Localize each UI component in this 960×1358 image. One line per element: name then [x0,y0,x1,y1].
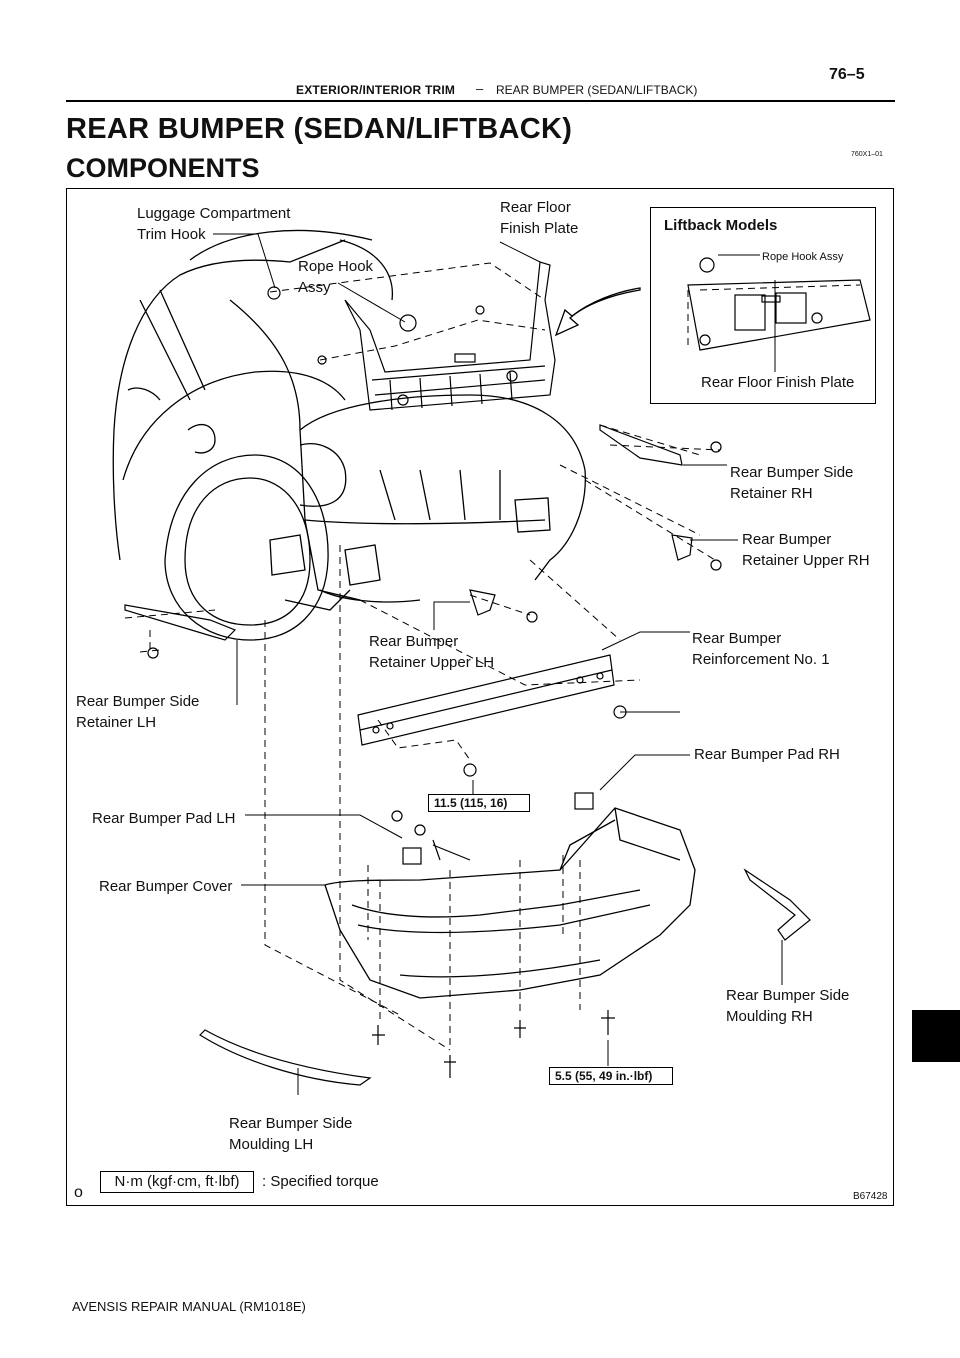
section-tab [912,1010,960,1062]
leader-lines [213,233,783,1095]
torque-cover: 5.5 (55, 49 in.·lbf) [549,1067,673,1085]
label-side-retainer-rh: Rear Bumper Side Retainer RH [730,464,854,502]
section-title: COMPONENTS [66,153,260,183]
label-moulding-lh: Rear Bumper Side Moulding LH [229,1115,353,1153]
label-reinforcement: Rear Bumper Reinforcement No. 1 [692,630,830,668]
figure-mark: o [74,1184,83,1201]
header-rule [66,100,895,102]
doc-code: 760X1–01 [851,151,883,158]
label-retainer-upper-rh: Rear Bumper Retainer Upper RH [742,531,870,569]
side-mouldings [199,868,811,1086]
reinforcement-illustration [357,654,615,746]
label-moulding-rh: Rear Bumper Side Moulding RH [726,987,850,1025]
inset-plate-illustration [687,257,871,351]
label-pad-rh: Rear Bumper Pad RH [694,746,840,763]
label-bumper-cover: Rear Bumper Cover [99,878,233,895]
header-section: EXTERIOR/INTERIOR TRIM [296,83,456,97]
label-side-retainer-lh: Rear Bumper Side Retainer LH [76,693,200,731]
torque-reinforcement: 11.5 (115, 16) [428,794,530,812]
inset-title: Liftback Models [664,217,778,234]
page-number: 76–5 [829,66,865,83]
footer-manual: AVENSIS REPAIR MANUAL (RM1018E) [72,1299,306,1314]
figure-code: B67428 [853,1191,888,1202]
page-title: REAR BUMPER (SEDAN/LIFTBACK) [66,113,573,145]
bumper-pads [402,792,594,865]
finish-plate-illustration [344,261,556,411]
torque-legend-text: : Specified torque [262,1173,379,1190]
label-pad-lh: Rear Bumper Pad LH [92,810,236,827]
figure-frame [66,188,894,1206]
torque-legend-box: N·m (kgf·cm, ft·lbf) [100,1171,254,1193]
inset-label-rope-hook: Rope Hook Assy [762,251,844,263]
bumper-cover-illustration [324,807,696,999]
header-subsection: REAR BUMPER (SEDAN/LIFTBACK) [496,83,698,97]
label-finish-plate: Rear Floor Finish Plate [500,199,579,237]
fasteners [147,286,722,1078]
label-retainer-upper-lh: Rear Bumper Retainer Upper LH [369,633,495,671]
direction-arrow [554,287,641,337]
car-body-illustration [112,229,586,641]
label-rope-hook: Rope Hook Assy [298,258,374,296]
label-trim-hook: Luggage Compartment Trim Hook [137,205,291,243]
retainer-illustrations [124,424,693,641]
inset-label-finish-plate: Rear Floor Finish Plate [701,374,855,391]
header-separator: – [476,81,484,96]
liftback-inset [650,207,876,404]
